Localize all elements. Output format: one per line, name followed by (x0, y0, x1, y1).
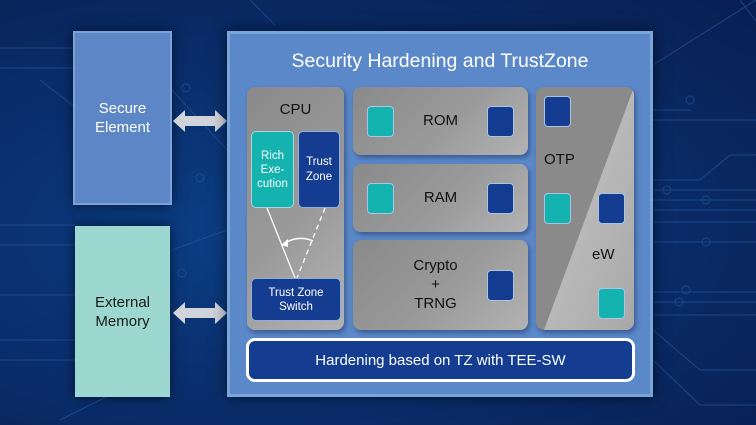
tz-switch-label-1: Trust Zone (268, 286, 324, 299)
secure-element-label-2: Element (94, 119, 151, 136)
ew-label: eW (592, 246, 615, 263)
crypto-label-3: TRNG (414, 295, 457, 312)
rom-label: ROM (423, 112, 458, 129)
ew-secure-square (598, 288, 625, 319)
otp-secure-square (544, 193, 571, 224)
hardening-bar: Hardening based on TZ with TEE-SW (246, 338, 635, 382)
otp-trust-square (544, 96, 571, 127)
rich-execution-block: Rich Exe- cution (251, 131, 294, 208)
ew-trust-square (598, 193, 625, 224)
secure-element-block: Secure Element (73, 31, 172, 205)
rich-execution-label-2: Exe- (260, 163, 285, 176)
trust-region-square (487, 183, 514, 214)
external-memory-label-1: External (94, 293, 151, 311)
secure-region-square (367, 106, 394, 137)
trust-region-square (487, 270, 514, 301)
rom-block: ROM (353, 87, 528, 155)
otp-ew-block: OTP eW (536, 87, 634, 330)
trust-zone-label-1: Trust (306, 155, 332, 168)
ram-block: RAM (353, 164, 528, 232)
external-memory-block: External Memory (75, 226, 170, 397)
otp-label: OTP (544, 151, 575, 168)
cpu-label: CPU (279, 101, 312, 118)
cpu-block: CPU Rich Exe- cution Trust Zone Trust Zo… (247, 87, 344, 330)
crypto-label-group: Crypto + TRNG (383, 256, 488, 313)
trust-zone-label-2: Zone (305, 170, 333, 183)
trust-zone-switch-block: Trust Zone Switch (251, 278, 341, 321)
security-hardening-panel: Security Hardening and TrustZone CPU Ric… (227, 31, 653, 397)
panel-title: Security Hardening and TrustZone (291, 50, 589, 72)
secure-region-square (367, 183, 394, 214)
bidirectional-arrow-icon (173, 302, 227, 324)
switch-lines (266, 207, 326, 279)
rich-execution-label-1: Rich (260, 149, 284, 162)
ew-region (544, 87, 634, 330)
bidirectional-arrow-icon (173, 110, 227, 132)
rich-execution-label-3: cution (257, 177, 288, 190)
tz-switch-label-2: Switch (279, 300, 313, 313)
trust-region-square (487, 106, 514, 137)
external-memory-label-2: Memory (95, 312, 150, 330)
crypto-trng-block: Crypto + TRNG (353, 240, 528, 330)
crypto-label-2: + (431, 276, 440, 293)
secure-element-label-1: Secure (98, 100, 147, 117)
ram-label: RAM (423, 189, 458, 206)
trust-zone-block: Trust Zone (298, 131, 340, 208)
crypto-label-1: Crypto (413, 257, 458, 274)
